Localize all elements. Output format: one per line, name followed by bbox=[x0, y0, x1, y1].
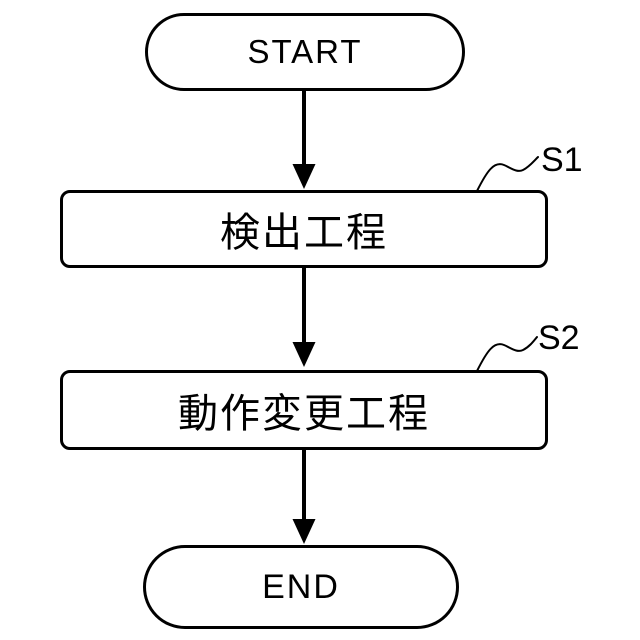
step2-node: 動作変更工程 bbox=[60, 370, 548, 450]
leader-line-s1 bbox=[476, 156, 539, 192]
step2-label: 動作変更工程 bbox=[178, 392, 430, 436]
step2-tag: S2 bbox=[538, 319, 580, 357]
arrow-start-to-step1 bbox=[292, 90, 316, 189]
step1-tag: S1 bbox=[541, 141, 583, 179]
arrow-step1-to-step2 bbox=[292, 267, 316, 367]
start-node: START bbox=[145, 13, 465, 91]
step1-node: 検出工程 bbox=[60, 190, 548, 268]
leader-line-s2 bbox=[476, 336, 538, 372]
end-node: END bbox=[143, 545, 459, 629]
start-label: START bbox=[247, 33, 363, 70]
step1-label: 検出工程 bbox=[220, 211, 388, 255]
arrow-step2-to-end bbox=[292, 449, 316, 544]
end-label: END bbox=[262, 567, 340, 606]
